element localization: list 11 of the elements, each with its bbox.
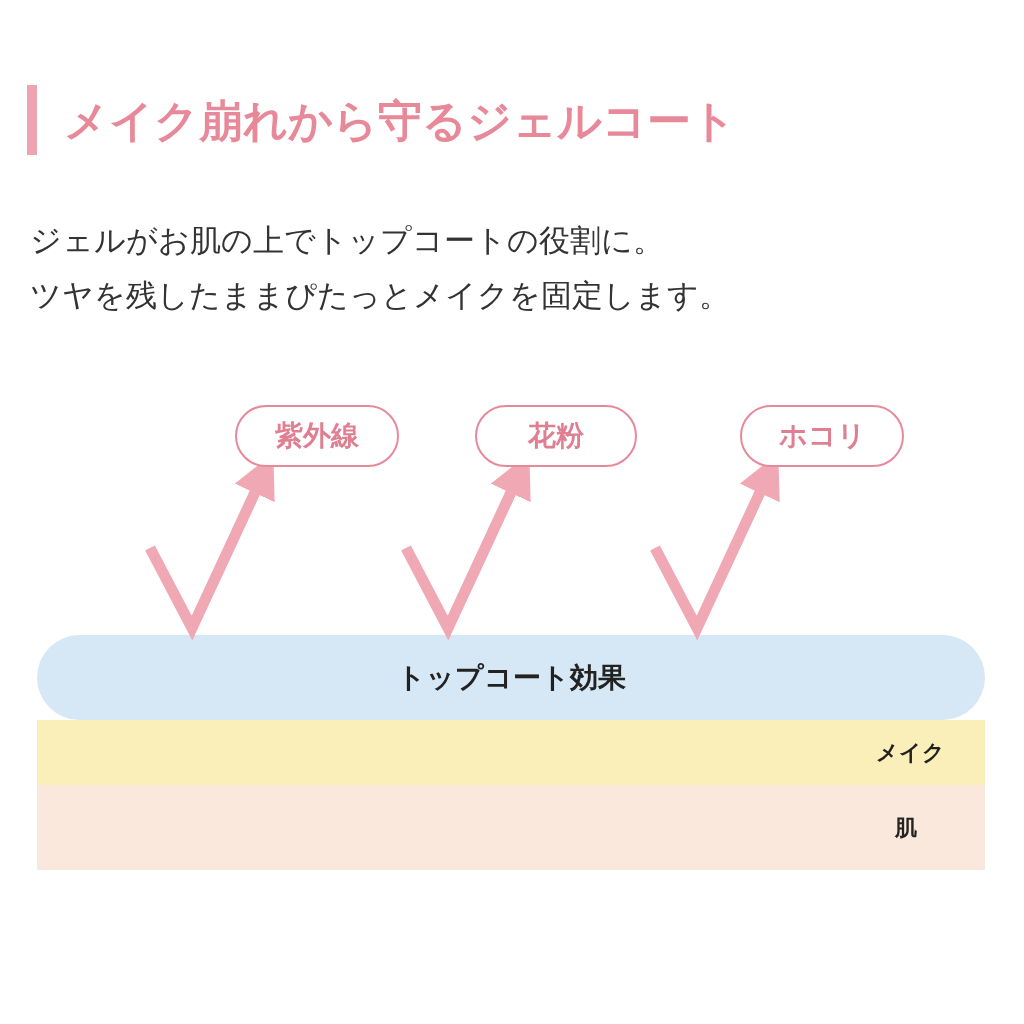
title: メイク崩れから守るジェルコート (64, 94, 736, 148)
tag-label: 紫外線 (275, 418, 359, 454)
layer-band (37, 785, 985, 870)
layer-label: トップコート効果 (396, 659, 626, 696)
tag-label: ホコリ (778, 418, 866, 454)
description-text: ツヤを残したままぴたっとメイクを固定します。 (30, 276, 730, 315)
tag-label: 花粉 (528, 418, 584, 454)
layer-label: 肌 (895, 813, 917, 842)
layer-label: メイク (876, 738, 945, 767)
layer-band (37, 720, 985, 785)
description-text: ジェルがお肌の上でトップコートの役割に。 (30, 221, 664, 260)
